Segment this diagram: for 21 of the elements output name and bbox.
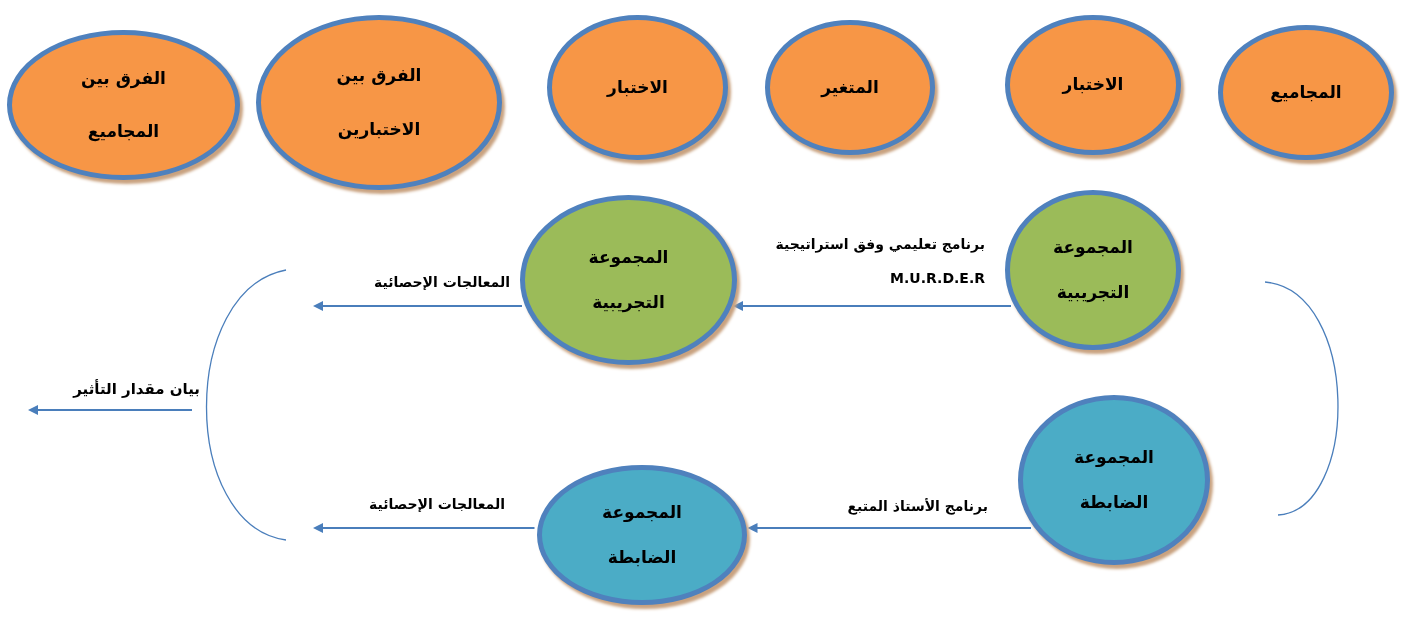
node-text: التجريبية [592, 292, 665, 314]
node-text: الضابطة [607, 547, 677, 569]
node-text: الاختبار [607, 76, 668, 99]
arrow [313, 301, 523, 311]
node-text: المجموعة [1074, 446, 1154, 468]
node-text: الفرق بين [81, 67, 166, 89]
arrow [733, 301, 1012, 311]
node-text: المجموعة [1053, 236, 1133, 258]
node-text: التجريبية [1056, 282, 1130, 304]
node-text: المجاميع [1270, 81, 1342, 104]
node-text: الاختبار [1062, 74, 1124, 96]
node-text: المجاميع [87, 121, 160, 143]
node-text: المجموعة [602, 501, 682, 523]
result-label: بيان مقدار التأثير [71, 378, 200, 400]
node-text: الضابطة [1079, 492, 1149, 514]
arrow [747, 523, 1032, 533]
node-text: المتغير [821, 76, 879, 99]
arrow [313, 523, 536, 533]
node-text: الفرق بين [336, 65, 422, 87]
node-text: الاختبارين [337, 118, 421, 140]
node-text: المجموعة [588, 246, 669, 268]
